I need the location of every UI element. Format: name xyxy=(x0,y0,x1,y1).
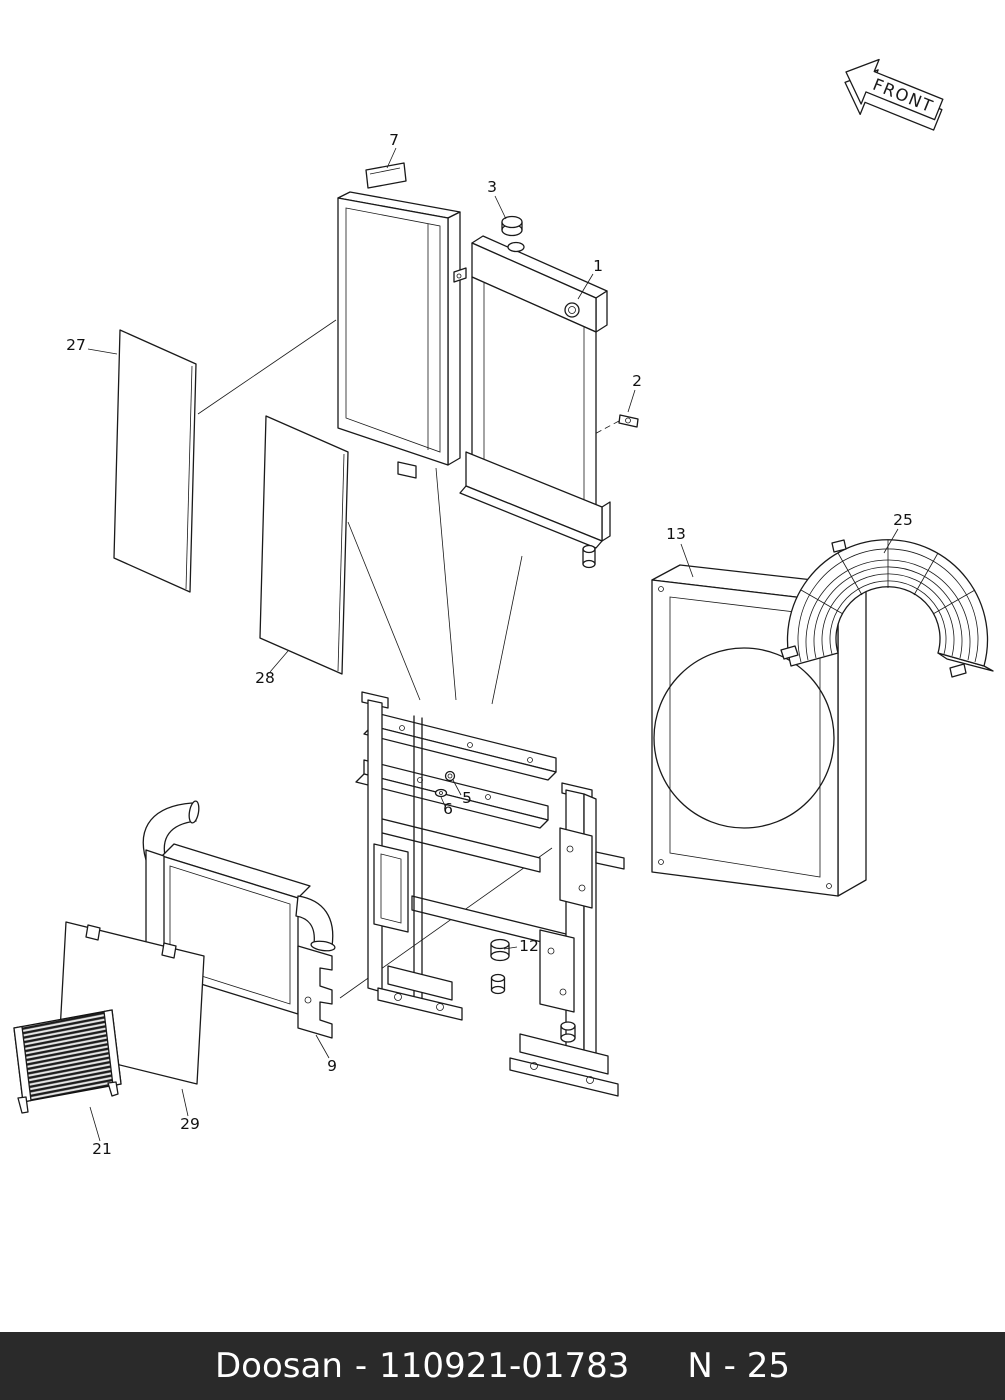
callout-6-label: 6 xyxy=(443,800,453,818)
footer-bar: Doosan - 110921-01783 N - 25 xyxy=(0,1332,1005,1400)
callout-27-label: 27 xyxy=(66,336,86,354)
callout-5-label: 5 xyxy=(462,789,472,807)
part-25-fan-guard xyxy=(780,539,994,678)
callout-2-label: 2 xyxy=(632,372,642,390)
part-1-radiator xyxy=(453,235,611,569)
part-3-radiator-cap xyxy=(501,215,523,237)
part-21-oil-cooler xyxy=(13,1009,122,1114)
part-7-cooler-panel xyxy=(337,162,461,479)
footer-separator: - xyxy=(354,1346,368,1386)
footer-part-number: 110921-01783 xyxy=(379,1346,630,1386)
callout-25-label: 25 xyxy=(893,511,913,529)
front-direction-arrow: FRONT xyxy=(844,58,944,131)
footer-brand: Doosan xyxy=(215,1346,343,1386)
callout-12-label: 12 xyxy=(519,937,539,955)
callout-leaders xyxy=(87,147,899,1142)
callout-29-label: 29 xyxy=(180,1115,200,1133)
callout-7-label: 7 xyxy=(389,131,399,149)
callout-9-label: 9 xyxy=(327,1057,337,1075)
part-2-bracket xyxy=(618,414,639,428)
footer-page-ref: N - 25 xyxy=(687,1346,790,1386)
part-12-grommet xyxy=(490,938,510,995)
part-5-bolt xyxy=(444,770,456,782)
part-28-seal-panel xyxy=(259,415,349,675)
exploded-parts-diagram: FRONT 7 3 1 2 27 28 13 25 5 6 12 9 29 21 xyxy=(13,58,994,1158)
part-27-seal-panel xyxy=(113,329,197,593)
footer-part-info: Doosan - 110921-01783 xyxy=(215,1346,629,1386)
callout-13-label: 13 xyxy=(666,525,686,543)
part-6-washer xyxy=(434,788,448,798)
callout-1-label: 1 xyxy=(593,257,603,275)
mounting-frame xyxy=(355,691,625,1097)
callout-3-label: 3 xyxy=(487,178,497,196)
callout-numbers: 7 3 1 2 27 28 13 25 5 6 12 9 29 21 xyxy=(66,131,913,1158)
callout-28-label: 28 xyxy=(255,669,275,687)
callout-21-label: 21 xyxy=(92,1140,112,1158)
